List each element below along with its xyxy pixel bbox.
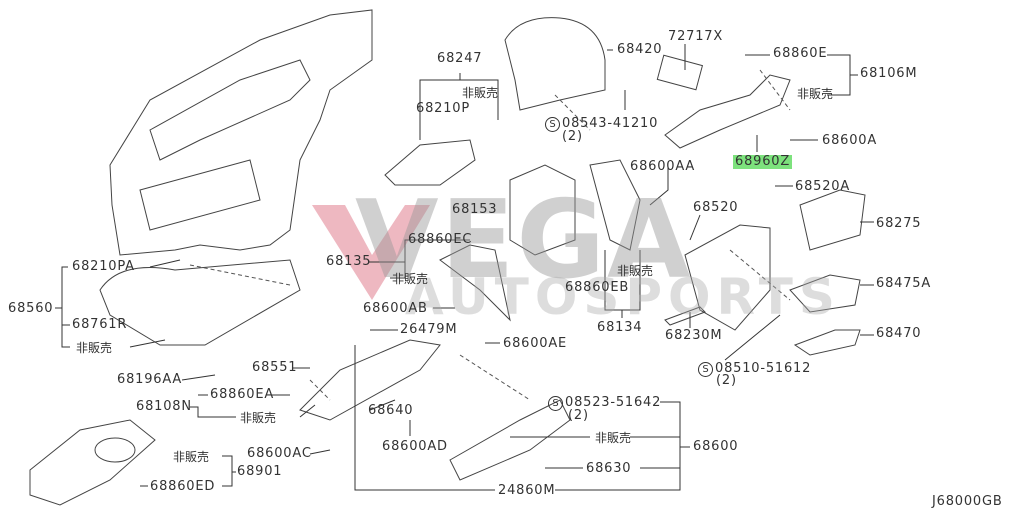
part-label-68106m[interactable]: 68106M	[860, 66, 918, 81]
not-sold-label: 非販売	[392, 272, 429, 286]
lid-68901	[29, 419, 156, 506]
glovebox-68108n	[299, 339, 441, 421]
glovebox-68600	[449, 399, 571, 481]
panel-68135	[439, 244, 511, 322]
part-label-24860m[interactable]: 24860M	[498, 483, 556, 498]
part-label-68153[interactable]: 68153	[452, 202, 498, 217]
part-label-68420[interactable]: 68420	[617, 42, 663, 57]
cluster-68520	[684, 224, 771, 331]
part-label-68630[interactable]: 68630	[586, 461, 632, 476]
part-label-68600[interactable]: 68600	[693, 439, 739, 454]
part-label-68210p[interactable]: 68210P	[416, 101, 470, 116]
pocket-68475a	[789, 274, 861, 313]
strip-68230m	[664, 306, 706, 326]
part-label-68470[interactable]: 68470	[876, 326, 922, 341]
part-label-68860ed[interactable]: 68860ED	[150, 479, 216, 494]
pocket-68275	[799, 189, 866, 251]
screw-symbol-icon: S	[545, 117, 560, 132]
part-label-68860ec[interactable]: 68860EC	[408, 232, 473, 247]
panel-68106m	[664, 74, 791, 149]
dashboard-outline	[109, 9, 373, 256]
dashed-guides	[189, 69, 791, 401]
quantity-label: (2)	[562, 129, 583, 144]
not-sold-label: 非販売	[76, 341, 113, 355]
part-label-68600aa[interactable]: 68600AA	[630, 159, 696, 174]
part-label-68551[interactable]: 68551	[252, 360, 298, 375]
bracket-68470	[793, 329, 861, 356]
part-label-68960z-highlighted[interactable]: 68960Z	[733, 154, 793, 169]
part-label-26479m[interactable]: 26479M	[400, 322, 458, 337]
part-label-68475a[interactable]: 68475A	[876, 276, 932, 291]
not-sold-label: 非販売	[617, 264, 654, 278]
part-label-68600a[interactable]: 68600A	[822, 133, 878, 148]
diagram-code: J68000GB	[932, 494, 1003, 509]
part-label-68640[interactable]: 68640	[368, 403, 414, 418]
duct-68560	[99, 259, 301, 346]
card-72717x	[656, 54, 704, 91]
part-label-68860e[interactable]: 68860E	[773, 46, 828, 61]
part-label-68196aa[interactable]: 68196AA	[117, 372, 183, 387]
not-sold-label: 非販売	[240, 411, 277, 425]
not-sold-label: 非販売	[173, 450, 210, 464]
not-sold-label: 非販売	[462, 86, 499, 100]
part-label-68600ae[interactable]: 68600AE	[503, 336, 568, 351]
leader-lines	[55, 44, 874, 491]
part-label-68600ad[interactable]: 68600AD	[382, 439, 448, 454]
part-label-68600ac[interactable]: 68600AC	[247, 446, 312, 461]
part-label-68230m[interactable]: 68230M	[665, 328, 723, 343]
part-label-68560[interactable]: 68560	[8, 301, 54, 316]
panel-68134	[589, 159, 641, 251]
part-label-68275[interactable]: 68275	[876, 216, 922, 231]
screw-symbol-icon: S	[548, 396, 563, 411]
part-label-68901[interactable]: 68901	[237, 464, 283, 479]
part-label-68210pa[interactable]: 68210PA	[72, 259, 135, 274]
part-label-68135[interactable]: 68135	[326, 254, 372, 269]
part-label-72717x[interactable]: 72717X	[668, 29, 724, 44]
part-label-68108n[interactable]: 68108N	[136, 399, 192, 414]
not-sold-label: 非販売	[797, 87, 834, 101]
part-label-68860eb[interactable]: 68860EB	[565, 280, 630, 295]
part-label-68761r[interactable]: 68761R	[72, 317, 128, 332]
part-label-68600ab[interactable]: 68600AB	[363, 301, 428, 316]
quantity-label: (2)	[568, 408, 589, 423]
bracket-68153	[509, 164, 576, 256]
part-number: 08523-51642	[565, 395, 662, 410]
part-label-68860ea[interactable]: 68860EA	[210, 387, 275, 402]
part-label-68520[interactable]: 68520	[693, 200, 739, 215]
quantity-label: (2)	[716, 373, 737, 388]
part-label-68134[interactable]: 68134	[597, 320, 643, 335]
watermark-brand: VEGA	[355, 178, 693, 303]
meter-hood-part	[504, 17, 606, 111]
watermark-sub: AUTOSPORTS	[405, 268, 841, 326]
part-label-68247[interactable]: 68247	[437, 51, 483, 66]
watermark-v-mark	[312, 205, 430, 300]
screw-symbol-icon: S	[698, 362, 713, 377]
panel-68247	[384, 139, 476, 186]
not-sold-label: 非販売	[595, 431, 632, 445]
part-number: 08510-51612	[715, 361, 812, 376]
part-label-68520a[interactable]: 68520A	[795, 179, 851, 194]
part-number: 08543-41210	[562, 116, 659, 131]
